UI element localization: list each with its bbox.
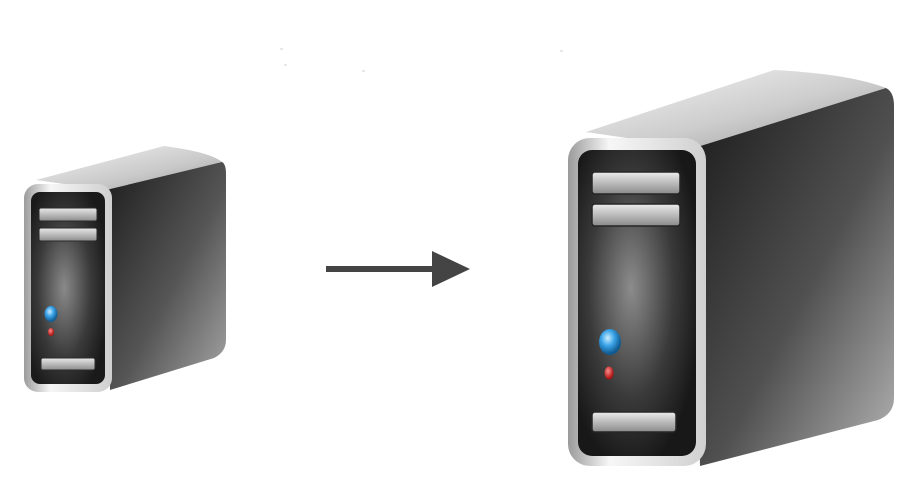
artifact-speck	[560, 50, 563, 52]
large-server-tower-icon	[568, 70, 894, 466]
small-server-tower-icon	[24, 146, 226, 392]
artifact-speck	[280, 48, 283, 50]
artifact-speck	[284, 64, 287, 66]
arrow-right-icon	[326, 251, 470, 287]
artifact-speck	[362, 70, 365, 72]
